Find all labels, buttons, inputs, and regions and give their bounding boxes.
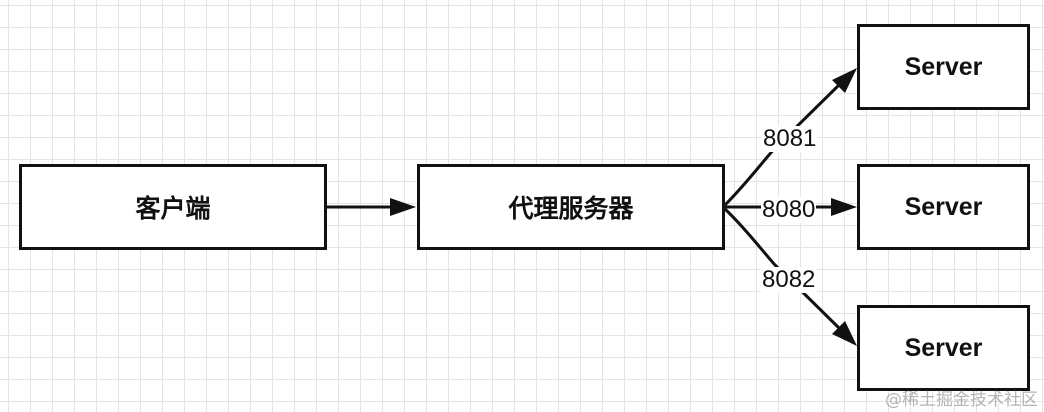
proxy-server-node: 代理服务器 — [417, 164, 725, 250]
proxy-server-label: 代理服务器 — [508, 194, 634, 223]
server-label-2: Server — [904, 192, 983, 221]
port-label-8081: 8081 — [762, 125, 818, 152]
server-node-1: Server — [857, 24, 1030, 110]
watermark: @稀土掘金技术社区 — [885, 390, 1038, 410]
server-label-3: Server — [904, 333, 983, 362]
client-node: 客户端 — [19, 164, 327, 250]
arrowhead-proxy-to-server-8082 — [832, 321, 857, 346]
port-label-8082: 8082 — [761, 266, 817, 293]
arrowhead-proxy-to-server-8080 — [831, 198, 857, 216]
server-node-2: Server — [857, 164, 1030, 250]
client-label: 客户端 — [135, 194, 211, 223]
arrow-proxy-to-server-8082 — [723, 207, 842, 331]
server-node-3: Server — [857, 305, 1030, 391]
arrowhead-proxy-to-server-8081 — [832, 68, 857, 93]
server-label-1: Server — [904, 52, 983, 81]
arrowhead-client-to-proxy — [390, 198, 416, 216]
port-label-8080: 8080 — [761, 196, 817, 223]
